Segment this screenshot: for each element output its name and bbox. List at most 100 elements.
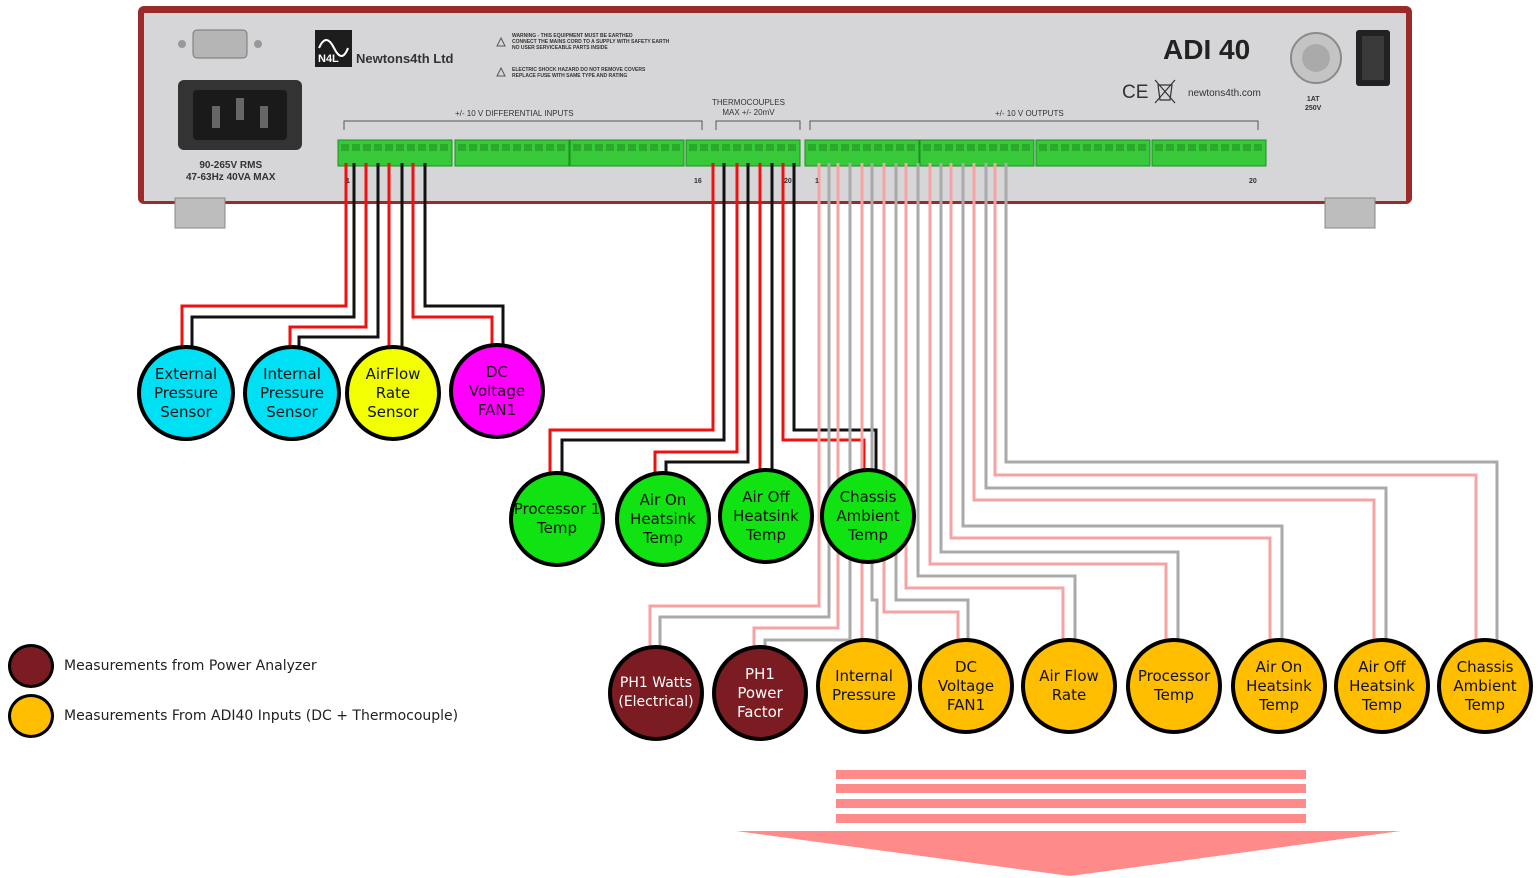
power-switch-rocker [1362,36,1384,80]
terminal-block [1151,139,1267,167]
terminal-screw [407,144,415,151]
terminal-screw [711,144,719,151]
input-pin-20: 20 [784,178,792,185]
measurement-node: Air Off Heatsink Temp [1334,638,1430,734]
terminal-screw [885,144,893,151]
serial-screw-right [254,40,262,48]
output-wire-pink [648,163,821,652]
legend-label-adi40-inputs: Measurements From ADI40 Inputs (DC + The… [64,708,459,724]
measurement-node: PH1 Power Factor [712,645,808,741]
terminal-screw [863,144,871,151]
output-pin-1: 1 [815,178,819,185]
terminal-screw [1000,144,1008,151]
fuse-rating: 1AT 250V [1305,96,1322,112]
terminal-block [919,139,1035,167]
sensor-node: DC Voltage FAN1 [449,343,545,439]
terminal-screw [535,144,543,151]
output-wire-grey [939,163,1180,645]
terminal-block [569,139,685,167]
diff-inputs-label: +/- 10 V DIFFERENTIAL INPUTS [455,109,574,118]
legend-swatch-adi40-inputs [8,694,54,738]
terminal-screw [896,144,904,151]
terminal-screw [557,144,565,151]
terminal-screw [945,144,953,151]
terminal-screw [661,144,669,151]
measurement-node: PH1 Watts (Electrical) [608,645,704,741]
terminal-screw [967,144,975,151]
ce-mark: CE [1122,82,1149,103]
sensor-node: External Pressure Sensor [137,345,235,441]
terminal-screw [907,144,915,151]
terminal-screw [722,144,730,151]
terminal-screw [700,144,708,151]
terminal-screw [1188,144,1196,151]
legend-label-power-analyzer: Measurements from Power Analyzer [64,658,317,674]
sensor-label: Internal Pressure Sensor [259,364,325,421]
thermocouple-node: Chassis Ambient Temp [820,468,916,564]
terminal-screw [808,144,816,151]
fuse-cap [1302,44,1330,72]
terminal-screw [1138,144,1146,151]
input-pin-1: 1 [346,178,350,185]
terminal-screw [418,144,426,151]
measurement-label: DC Voltage FAN1 [937,657,995,714]
terminal-screw [440,144,448,151]
terminal-screw [1232,144,1240,151]
terminal-screw [923,144,931,151]
iec-pin-left [212,106,220,128]
sensor-label: DC Voltage FAN1 [468,362,526,419]
terminal-screw [1221,144,1229,151]
terminal-screw [595,144,603,151]
thermocouple-label: Air Off Heatsink Temp [733,487,799,544]
output-wire-pink [993,163,1478,645]
terminal-screw [546,144,554,151]
terminal-screw [1177,144,1185,151]
sensor-wire-red [288,163,368,355]
terminal-screw [352,144,360,151]
thermocouple-wire-red [653,163,739,480]
terminal-screw [396,144,404,151]
terminal-screw [429,144,437,151]
input-pin-16: 16 [694,178,702,185]
terminal-screw [458,144,466,151]
warning-text-1: WARNING - THIS EQUIPMENT MUST BE EARTHED… [512,33,670,51]
sensor-wire-red [411,163,494,352]
output-wire-pink [949,163,1272,645]
terminal-screw [1022,144,1030,151]
terminal-block [804,139,920,167]
output-wire-grey [916,163,1077,645]
terminal-screw [852,144,860,151]
serial-screw-left [178,40,186,48]
output-wire-pink [904,163,1065,645]
warning-triangle-1 [496,36,506,47]
output-arrow [736,770,1401,876]
foot-left [174,197,226,229]
terminal-screw [819,144,827,151]
terminal-screw [524,144,532,151]
terminal-screw [1127,144,1135,151]
terminal-screw [617,144,625,151]
terminal-screw [1105,144,1113,151]
measurement-label: PH1 Watts (Electrical) [618,675,694,710]
website: newtons4th.com [1188,88,1261,99]
terminal-screw [830,144,838,151]
thermocouple-node: Air On Heatsink Temp [615,471,711,567]
sensor-wire-black [423,163,505,352]
terminal-screw [1072,144,1080,151]
measurement-label: Air On Heatsink Temp [1246,657,1312,714]
arrow-stripe [836,799,1306,808]
terminal-block [1035,139,1151,167]
terminal-screw [1116,144,1124,151]
terminal-screw [502,144,510,151]
foot-right [1324,197,1376,229]
sensor-wire-red [180,163,348,358]
measurement-node: DC Voltage FAN1 [918,638,1014,734]
terminal-screw [978,144,986,151]
terminal-screw [1050,144,1058,151]
terminal-screw [385,144,393,151]
terminal-screw [513,144,521,151]
terminal-screw [1243,144,1251,151]
wire-paths [180,163,1499,652]
arrow-head [736,831,1401,876]
